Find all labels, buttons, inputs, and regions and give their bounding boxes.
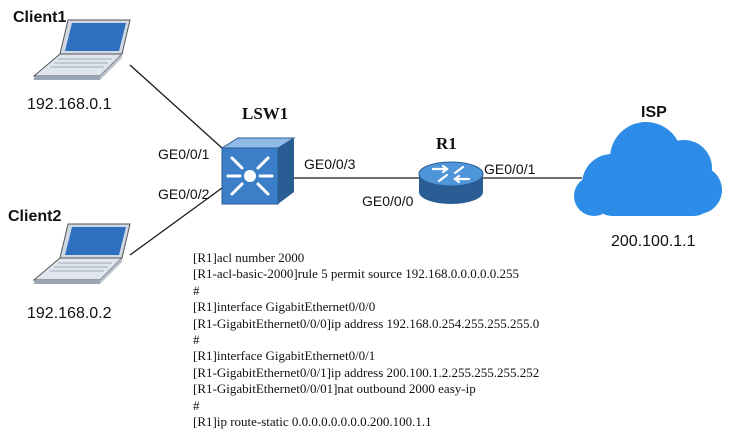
config-line: [R1-GigabitEthernet0/0/0]ip address 192.… (193, 315, 540, 331)
router-config-block: [R1]acl number 2000 [R1-acl-basic-2000]r… (193, 250, 539, 430)
lsw1-port-ge003: GE0/0/3 (304, 156, 356, 172)
lsw1-port-ge002: GE0/0/2 (158, 186, 210, 202)
config-line: [R1]ip route-static 0.0.0.0.0.0.0.0.200.… (193, 414, 432, 430)
config-line: [R1]interface GigabitEthernet0/0/0 (193, 299, 376, 315)
r1-port-ge000: GE0/0/0 (362, 193, 414, 209)
lsw1-name: LSW1 (242, 104, 289, 123)
isp-name: ISP (641, 104, 667, 121)
config-line: [R1]interface GigabitEthernet0/0/1 (193, 348, 376, 364)
router-icon (417, 160, 485, 211)
isp-ip: 200.100.1.1 (611, 233, 696, 250)
config-line: [R1-GigabitEthernet0/0/01]nat outbound 2… (193, 381, 476, 397)
client1-ip: 192.168.0.1 (27, 96, 112, 113)
cloud-icon (572, 118, 730, 225)
client1-name: Client1 (13, 9, 67, 26)
switch-icon (218, 136, 298, 213)
r1-port-ge001: GE0/0/1 (484, 161, 536, 177)
config-line: [R1-GigabitEthernet0/0/1]ip address 200.… (193, 364, 540, 380)
config-line: [R1]acl number 2000 (193, 250, 305, 265)
config-line: # (193, 332, 200, 348)
lsw1-port-ge001: GE0/0/1 (158, 146, 210, 162)
client2-ip: 192.168.0.2 (27, 305, 112, 322)
client2-name: Client2 (8, 208, 62, 225)
config-line: # (193, 282, 200, 298)
config-line: [R1-acl-basic-2000]rule 5 permit source … (193, 266, 520, 282)
link-client2-lsw1 (129, 187, 223, 256)
r1-name: R1 (436, 134, 457, 153)
config-line: # (193, 397, 200, 413)
laptop-icon (30, 222, 134, 291)
laptop-icon (30, 18, 134, 87)
link-client1-lsw1 (129, 64, 223, 149)
